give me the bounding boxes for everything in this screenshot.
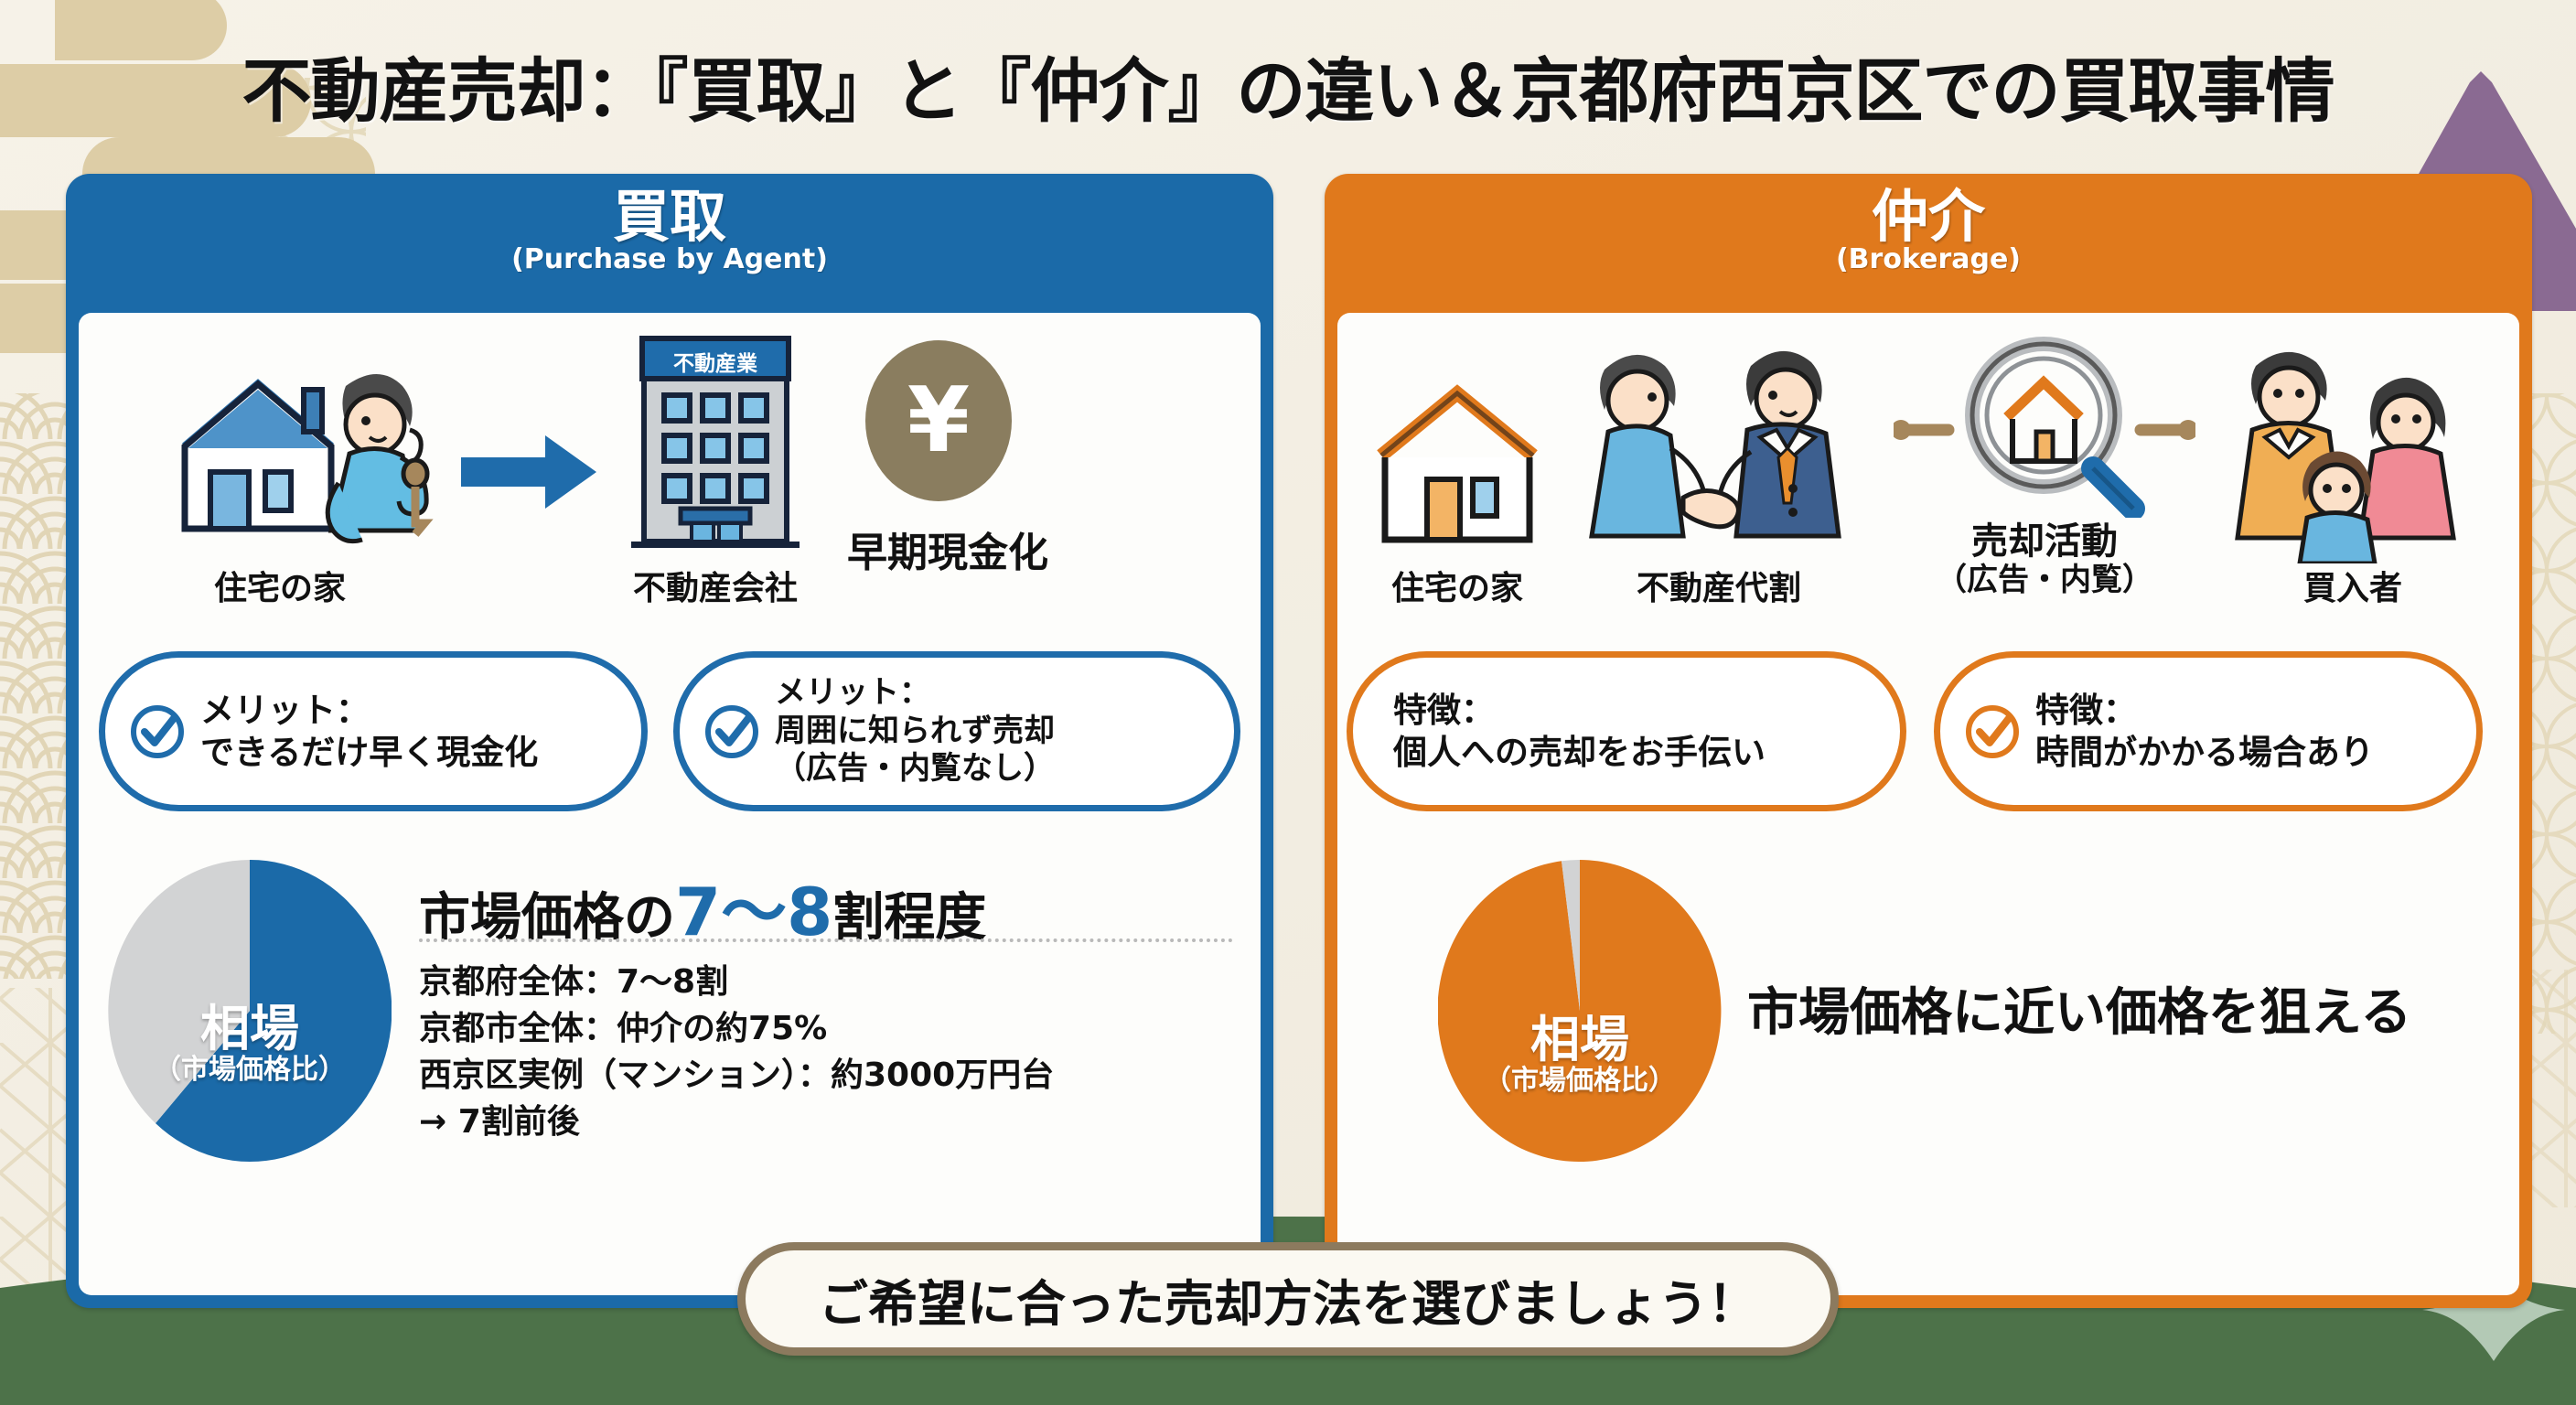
company-label: 不動産会社	[632, 570, 798, 607]
purchase-headline-pre: 市場価格の	[419, 888, 675, 948]
check-circle-icon	[1966, 704, 2019, 758]
sale-activity-label-sub: （広告・内覧）	[1936, 561, 2153, 598]
purchase-pie-chart: 相場 （市場価格比）	[108, 860, 392, 1162]
purchase-price-chart-area: 相場 （市場価格比） 市場価格の7〜8割程度 京都府全体：7〜8割 京都市全体：…	[79, 843, 1261, 1273]
footer-banner: ご希望に合った売却方法を選びましょう！	[737, 1242, 1839, 1356]
sale-activity-label: 売却活動 （広告・内覧）	[1894, 521, 2195, 597]
purchase-notes: 京都府全体：7〜8割 京都市全体：仲介の約75% 西京区実例（マンション）：約3…	[419, 959, 1054, 1145]
brokerage-feature-bubbles: 特徴： 個人への売却をお手伝い 特徴： 時間がかかる場合あり	[1337, 651, 2519, 843]
purchase-note-4: → 7割前後	[419, 1103, 580, 1142]
panel-brokerage-body: 住宅の家	[1337, 313, 2519, 1295]
merit-bubble-1-text: メリット： できるだけ早く現金化	[200, 690, 538, 772]
page-title: 不動産売却：『買取』と『仲介』の違い＆京都府西京区での買取事情	[242, 50, 2335, 132]
divider	[419, 938, 1233, 942]
merit-bubble-2-line3: （広告・内覧なし）	[775, 750, 1055, 788]
purchase-merit-bubbles: メリット： できるだけ早く現金化 メリット： 周囲に知られず売却 （広告・内覧な…	[79, 651, 1261, 843]
brokerage-pie-chart: 相場 （市場価格比）	[1438, 860, 1722, 1162]
panel-brokerage-heading-en: (Brokerage)	[1835, 243, 2022, 276]
panel-purchase-heading-jp: 買取	[612, 183, 726, 250]
sale-activity-magnifier-icon	[1894, 337, 2195, 518]
footer-text: ご希望に合った売却方法を選びましょう！	[819, 1274, 1757, 1333]
house-label: 住宅の家	[1390, 570, 1523, 607]
panel-brokerage: 仲介 (Brokerage) 住宅の家	[1325, 174, 2532, 1308]
handshake-agent-icon	[1589, 350, 1841, 539]
company-sign-label: 不動産業	[673, 352, 757, 376]
merit-bubble-2-line1: メリット：	[775, 674, 930, 712]
house-icon	[1377, 384, 1538, 543]
house-with-owner-icon	[181, 374, 434, 544]
arrow-right-icon	[461, 435, 596, 509]
check-circle-icon	[131, 704, 184, 758]
panel-brokerage-header: 仲介 (Brokerage)	[1325, 174, 2532, 313]
real-estate-company-building-icon	[631, 336, 800, 548]
house-label: 住宅の家	[213, 570, 346, 607]
panel-purchase: 買取 (Purchase by Agent)	[66, 174, 1273, 1308]
early-cash-label: 早期現金化	[847, 530, 1048, 576]
check-circle-icon	[705, 704, 758, 758]
purchase-note-3: 西京区実例（マンション）：約3000万円台	[419, 1056, 1055, 1095]
merit-bubble-1[interactable]: メリット： できるだけ早く現金化	[99, 651, 648, 811]
purchase-note-1: 京都府全体：7〜8割	[419, 963, 729, 1001]
feature-bubble-2-line1: 特徴：	[2035, 691, 2137, 731]
panel-purchase-body: 住宅の家	[79, 313, 1261, 1295]
yen-symbol: ¥	[907, 369, 971, 473]
feature-bubble-1-text: 特徴： 個人への売却をお手伝い	[1393, 690, 1766, 772]
sale-activity-label-main: 売却活動	[1971, 520, 2118, 563]
panel-purchase-heading-en: (Purchase by Agent)	[511, 243, 828, 276]
feature-bubble-1-line1: 特徴：	[1393, 691, 1495, 731]
feature-bubble-1-line2: 個人への売却をお手伝い	[1393, 732, 1766, 772]
purchase-headline-accent: 7〜8	[675, 874, 833, 950]
yen-coin-icon: ¥	[865, 340, 1012, 501]
brokerage-price-chart-area: 相場 （市場価格比） 市場価格に近い価格を狙える	[1337, 843, 2519, 1273]
purchase-headline-post: 割程度	[832, 888, 987, 948]
panel-brokerage-heading-jp: 仲介	[1871, 183, 1985, 250]
buyer-family-icon	[2235, 351, 2456, 563]
brokerage-illustration: 住宅の家	[1337, 313, 2519, 651]
purchase-note-2: 京都市全体：仲介の約75%	[419, 1010, 828, 1048]
feature-bubble-2-line2: 時間がかかる場合あり	[2035, 732, 2374, 772]
merit-bubble-1-line1: メリット：	[200, 691, 370, 731]
merit-bubble-1-line2: できるだけ早く現金化	[200, 732, 539, 772]
merit-bubble-2-line2: 周囲に知られず売却	[775, 712, 1055, 749]
brokerage-message: 市場価格に近い価格を狙える	[1747, 983, 2412, 1043]
merit-bubble-2[interactable]: メリット： 周囲に知られず売却 （広告・内覧なし）	[673, 651, 1240, 811]
purchase-illustration: 住宅の家	[79, 313, 1261, 651]
feature-bubble-1[interactable]: 特徴： 個人への売却をお手伝い	[1347, 651, 1906, 811]
buyer-label: 買入者	[2302, 570, 2402, 607]
panel-purchase-header: 買取 (Purchase by Agent)	[66, 174, 1273, 313]
feature-bubble-2[interactable]: 特徴： 時間がかかる場合あり	[1934, 651, 2483, 811]
feature-bubble-2-text: 特徴： 時間がかかる場合あり	[2035, 690, 2374, 772]
purchase-headline: 市場価格の7〜8割程度	[419, 858, 986, 954]
merit-bubble-2-text: メリット： 周囲に知られず売却 （広告・内覧なし）	[775, 674, 1055, 788]
agent-label: 不動産代割	[1636, 570, 1801, 607]
